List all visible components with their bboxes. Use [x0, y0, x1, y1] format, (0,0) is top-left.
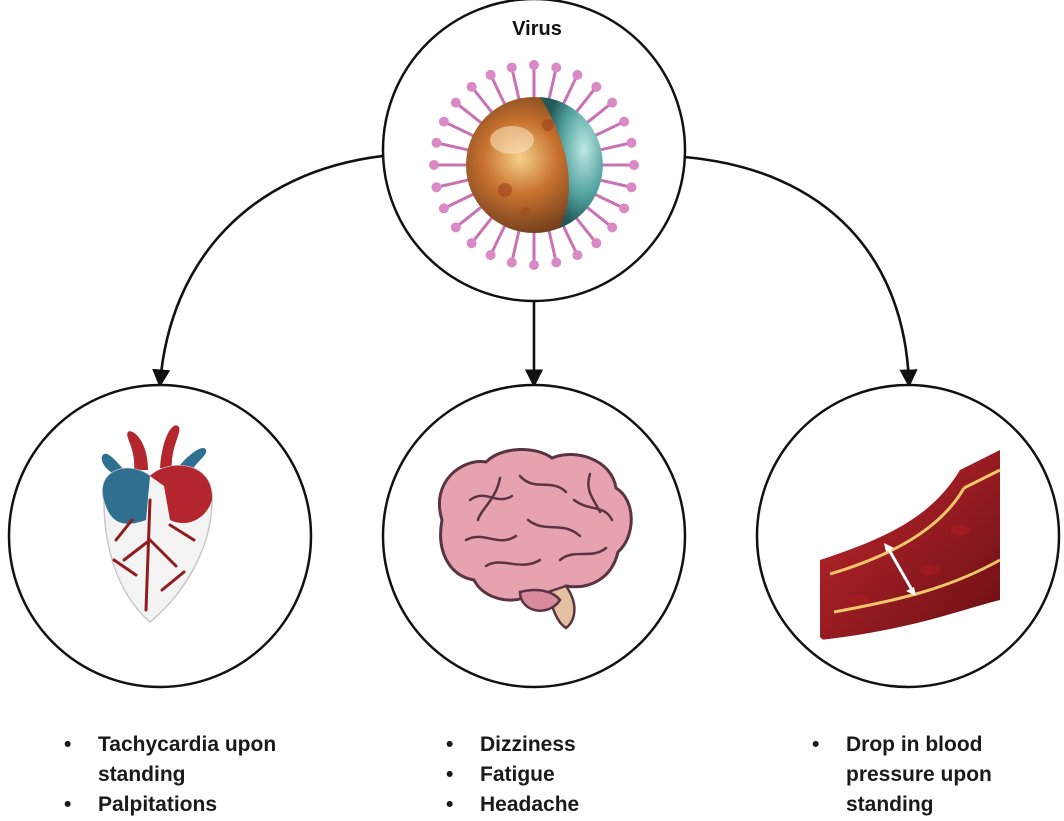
- virus-spike-tip: [486, 70, 496, 80]
- virus-spike-tip: [451, 98, 461, 108]
- virus-spike-tip: [439, 203, 449, 213]
- virus-spike-tip: [591, 82, 601, 92]
- vessel-symptom-list: Drop in blood pressure upon standing: [804, 730, 1014, 820]
- virus-spike-tip: [607, 222, 617, 232]
- virus-title: Virus: [497, 18, 577, 41]
- heart-node: [9, 385, 311, 687]
- arrow-to-heart: [160, 156, 383, 384]
- brain-symptom-list: Dizziness Fatigue Headache: [438, 730, 658, 820]
- virus-spike-tip: [486, 250, 496, 260]
- virus-spike-tip: [432, 182, 442, 192]
- virus-node: [383, 0, 685, 301]
- symptom-item: Palpitations: [56, 790, 316, 820]
- virus-spike-tip: [507, 257, 517, 267]
- virus-spike-tip: [429, 160, 439, 170]
- virus-spike-tip: [607, 98, 617, 108]
- symptom-item: Headache: [438, 790, 658, 820]
- virus-spike-tip: [439, 117, 449, 127]
- virus-spike-tip: [626, 138, 636, 148]
- virus-spike-tip: [432, 138, 442, 148]
- symptom-item: Fatigue: [438, 760, 658, 790]
- virus-spike-tip: [529, 60, 539, 70]
- virus-spike-tip: [629, 160, 639, 170]
- vessel-node: [757, 385, 1059, 687]
- virus-spike-tip: [451, 222, 461, 232]
- virus-spike-tip: [507, 63, 517, 73]
- virus-spike-tip: [572, 250, 582, 260]
- virus-spike-tip: [619, 203, 629, 213]
- brain-node: [383, 385, 685, 687]
- virus-spike-tip: [591, 238, 601, 248]
- virus-spike-tip: [551, 257, 561, 267]
- arrow-to-vessel: [684, 157, 909, 384]
- virus-spike-tip: [467, 238, 477, 248]
- virus-spike-tip: [626, 182, 636, 192]
- symptom-item: Dizziness: [438, 730, 658, 760]
- symptom-item: Drop in blood pressure upon standing: [804, 730, 1014, 820]
- virus-spike-tip: [551, 63, 561, 73]
- virus-spike-tip: [467, 82, 477, 92]
- virus-spike-tip: [529, 260, 539, 270]
- virus-spike-tip: [619, 117, 629, 127]
- virus-spike-tip: [572, 70, 582, 80]
- heart-symptom-list: Tachycardia upon standing Palpitations: [56, 730, 316, 820]
- symptom-item: Tachycardia upon standing: [56, 730, 316, 790]
